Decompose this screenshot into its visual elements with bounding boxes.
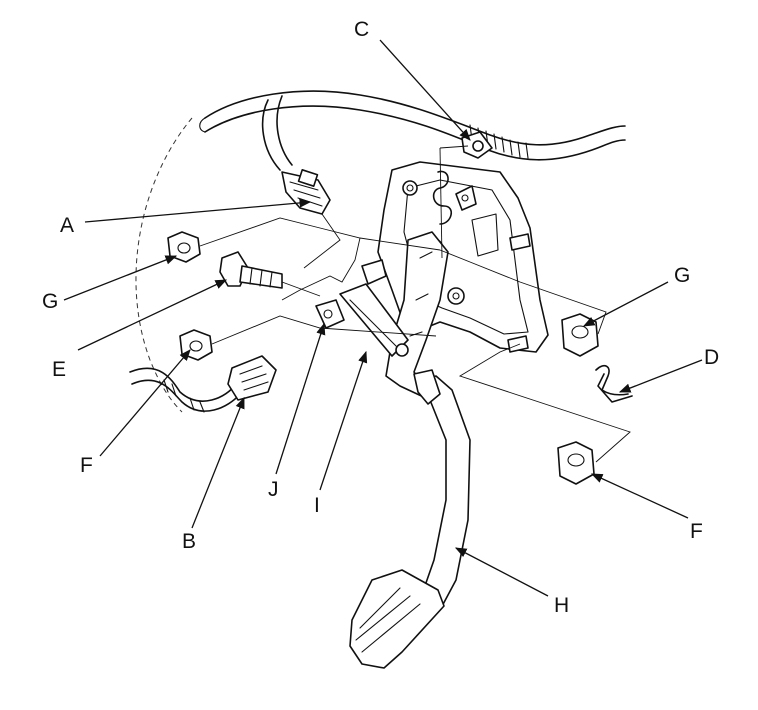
leader-g-left [63, 255, 178, 301]
leader-d [618, 359, 703, 393]
nut-f-right [557, 441, 595, 485]
brake-pedal-position-switch [339, 259, 409, 357]
wire-harness-upper [199, 90, 626, 171]
connector-b [129, 355, 277, 413]
leader-f-right [590, 473, 689, 519]
leader-j [275, 322, 326, 475]
leader-c [379, 39, 471, 141]
leader-e [77, 279, 228, 351]
callout-d: D [704, 346, 719, 369]
leader-a [84, 198, 312, 223]
switch-bushing-j [315, 299, 345, 329]
leader-f-left [99, 349, 191, 457]
callout-a: A [60, 214, 74, 237]
callout-h: H [554, 594, 569, 617]
leader-b [191, 396, 245, 529]
callout-f-left: F [80, 454, 93, 477]
pedal-pad [349, 569, 445, 669]
leader-lines [63, 39, 703, 597]
firewall-outline [135, 117, 193, 413]
callout-c: C [354, 18, 369, 41]
clip-d [595, 364, 633, 403]
callout-g-left: G [42, 290, 58, 313]
connector-a [281, 169, 331, 215]
leader-h [454, 547, 549, 597]
callout-e: E [52, 358, 66, 381]
assembly-guide-lines [199, 145, 631, 463]
nut-g-right [561, 313, 599, 357]
brake-pedal-arm-h [385, 231, 471, 611]
callout-j: J [268, 478, 279, 501]
callout-labels: A B C D E F F G G H I J [42, 18, 719, 617]
callout-i: I [314, 494, 320, 517]
leader-i [319, 350, 368, 491]
callout-g-right: G [674, 264, 690, 287]
callout-b: B [182, 530, 196, 553]
callout-f-right: F [690, 520, 703, 543]
leader-g-right [582, 281, 669, 327]
bolt-e [219, 251, 283, 289]
